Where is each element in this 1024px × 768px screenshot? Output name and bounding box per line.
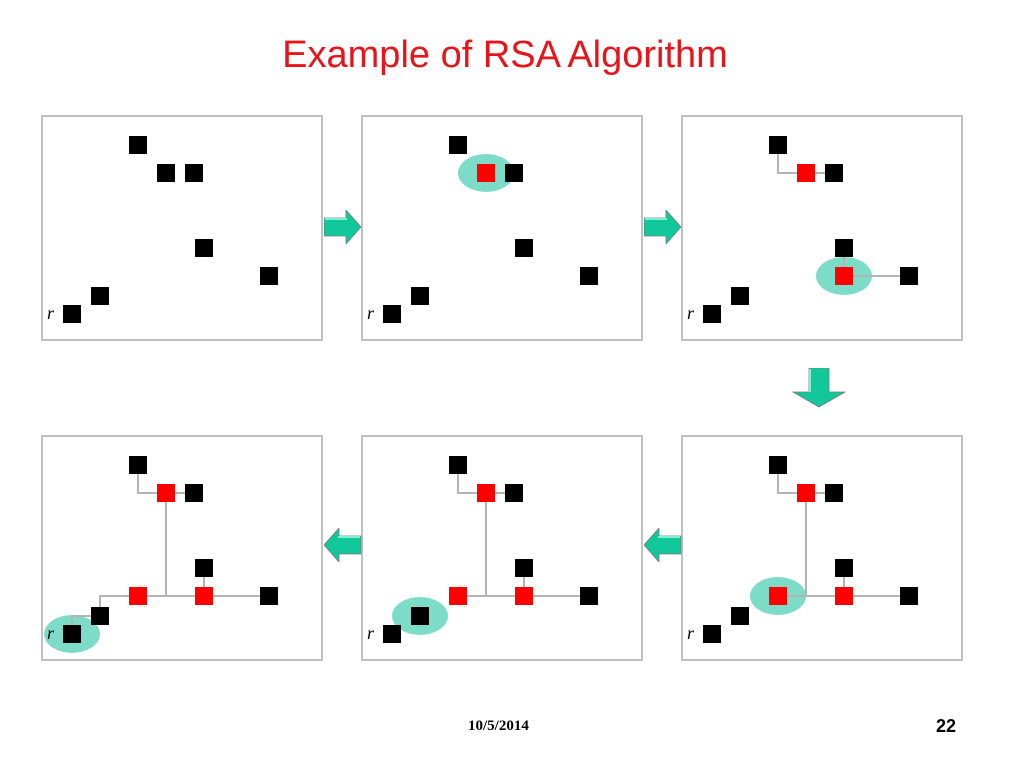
terminal-node [129, 136, 147, 154]
tree-edge [458, 493, 487, 597]
terminal-node [260, 267, 278, 285]
terminal-node [449, 456, 467, 474]
terminal-node [195, 239, 213, 257]
step-6-diagram: r [44, 456, 278, 653]
terminal-node [731, 287, 749, 305]
steiner-node [835, 587, 853, 605]
slide-date: 10/5/2014 [468, 718, 529, 734]
steiner-node [477, 164, 495, 182]
terminal-node [411, 287, 429, 305]
terminal-node [769, 136, 787, 154]
terminal-node [91, 287, 109, 305]
steiner-node [129, 587, 147, 605]
tree-edge [777, 145, 806, 174]
terminal-node [383, 625, 401, 643]
steiner-node [769, 587, 787, 605]
terminal-node [835, 239, 853, 257]
root-label: r [47, 303, 55, 323]
terminal-node [185, 164, 203, 182]
root-label: r [367, 303, 375, 323]
steiner-node [515, 587, 533, 605]
step-1-diagram: r [47, 136, 278, 323]
terminal-node [825, 484, 843, 502]
terminal-node [703, 305, 721, 323]
tree-edge [457, 465, 486, 494]
terminal-node [505, 484, 523, 502]
terminal-node [769, 456, 787, 474]
terminal-node [63, 625, 81, 643]
root-label: r [687, 623, 695, 643]
terminal-node [835, 559, 853, 577]
terminal-node [580, 267, 598, 285]
terminal-node [505, 164, 523, 182]
left-arrow-icon [644, 528, 682, 562]
steiner-node [797, 484, 815, 502]
terminal-node [157, 164, 175, 182]
step-5-diagram: r [367, 456, 598, 643]
steiner-node [195, 587, 213, 605]
steiner-node [157, 484, 175, 502]
steiner-node [449, 587, 467, 605]
terminal-node [449, 136, 467, 154]
down-arrow-icon [791, 368, 847, 408]
diagram-panel-step-1: r [41, 115, 323, 341]
terminal-node [900, 267, 918, 285]
terminal-node [515, 559, 533, 577]
diagram-panel-step-3: r [681, 115, 963, 341]
terminal-node [703, 625, 721, 643]
diagram-panel-step-6: r [41, 435, 323, 661]
steiner-node [477, 484, 495, 502]
terminal-node [129, 456, 147, 474]
right-arrow-icon [324, 210, 362, 244]
root-label: r [47, 623, 55, 643]
terminal-node [91, 607, 109, 625]
terminal-node [195, 559, 213, 577]
diagram-panel-step-2: r [361, 115, 643, 341]
terminal-node [260, 587, 278, 605]
terminal-node [63, 305, 81, 323]
step-2-diagram: r [367, 136, 598, 323]
root-label: r [367, 623, 375, 643]
terminal-node [731, 607, 749, 625]
terminal-node [185, 484, 203, 502]
terminal-node [515, 239, 533, 257]
left-arrow-icon [324, 528, 362, 562]
tree-edge [138, 493, 167, 597]
terminal-node [580, 587, 598, 605]
diagram-panel-step-4: r [681, 435, 963, 661]
step-4-diagram: r [687, 456, 918, 643]
root-label: r [687, 303, 695, 323]
right-arrow-icon [644, 210, 682, 244]
terminal-node [383, 305, 401, 323]
steiner-node [835, 267, 853, 285]
terminal-node [825, 164, 843, 182]
slide-title: Example of RSA Algorithm [282, 34, 728, 76]
step-3-diagram: r [687, 136, 918, 323]
tree-edge [777, 465, 806, 494]
steiner-node [797, 164, 815, 182]
slide-page-number: 22 [936, 716, 957, 736]
terminal-node [411, 607, 429, 625]
tree-edge [137, 465, 166, 494]
diagram-panel-step-5: r [361, 435, 643, 661]
terminal-node [900, 587, 918, 605]
